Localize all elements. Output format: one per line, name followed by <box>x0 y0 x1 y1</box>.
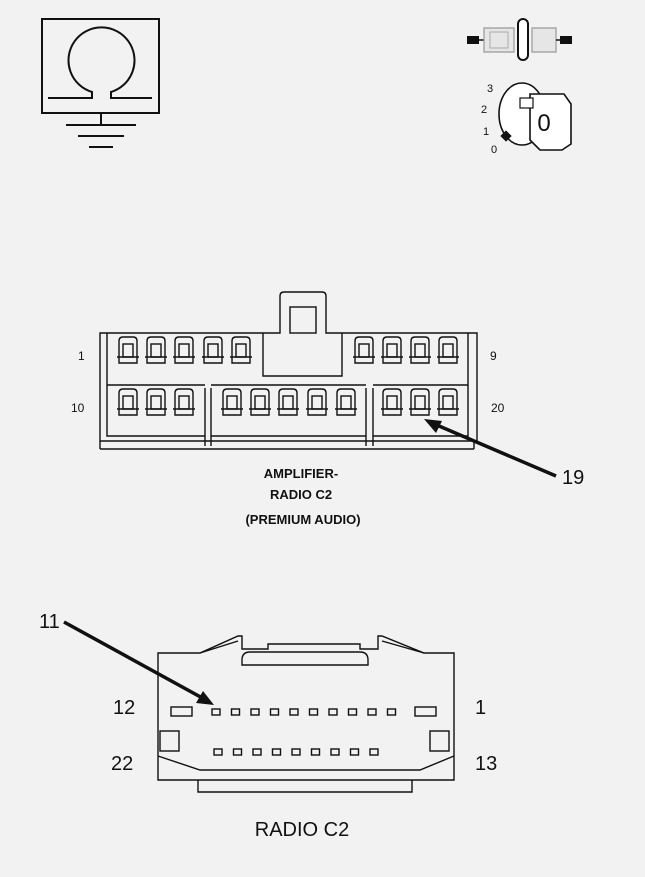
ignition-position-2: 2 <box>481 104 487 116</box>
amp-caption-line-3: (PREMIUM AUDIO) <box>245 512 360 527</box>
ignition-position-3: 3 <box>487 83 493 95</box>
amp-pin-label-10: 10 <box>71 401 85 415</box>
radio-pin-top-3 <box>250 708 260 716</box>
radio-pin-bottom-6 <box>310 748 321 756</box>
radio-pin-bottom-9 <box>369 748 379 756</box>
amp-cavity-3 <box>173 336 195 364</box>
radio-pin-label-12: 12 <box>113 697 135 719</box>
radio-pin-bottom-1 <box>213 748 223 756</box>
amplifier-connector: 1 9 10 20 19 AMPLIFIER- RADIO C2 (PREMIU… <box>71 291 584 527</box>
amp-cavity-18 <box>381 388 403 416</box>
radio-pin-bottom-3 <box>252 748 262 756</box>
amp-cavity-2 <box>145 336 167 364</box>
amp-cavity-4 <box>202 336 224 364</box>
radio-caption: RADIO C2 <box>255 819 349 841</box>
amp-cavity-16 <box>306 388 328 416</box>
amp-cavity-6 <box>353 336 375 364</box>
radio-pin-label-1: 1 <box>475 697 486 719</box>
callout-19-arrow <box>431 421 557 478</box>
amp-cavity-13 <box>221 388 243 416</box>
radio-pin-top-6 <box>308 708 319 716</box>
amp-pin-label-1: 1 <box>78 349 85 363</box>
radio-pin-top-5 <box>289 708 299 716</box>
amp-pin-label-9: 9 <box>490 349 497 363</box>
radio-pin-bottom-2 <box>232 748 243 756</box>
callout-19: 19 <box>562 467 584 489</box>
key-label: 0 <box>537 110 550 137</box>
callout-11: 11 <box>39 611 60 633</box>
omega-ground-icon <box>41 18 160 148</box>
amp-cavity-14 <box>249 388 271 416</box>
amp-caption-line-2: RADIO C2 <box>270 487 332 502</box>
amp-cavity-7 <box>381 336 403 364</box>
radio-pin-top-4 <box>269 708 280 716</box>
amp-cavity-8 <box>409 336 431 364</box>
radio-pin-top-7 <box>328 708 338 716</box>
amp-cavity-19 <box>409 388 431 416</box>
radio-pin-top-8 <box>347 708 358 716</box>
radio-pin-top-10 <box>386 708 397 716</box>
amp-cavity-9 <box>437 336 459 364</box>
inline-connector-icon <box>467 18 572 61</box>
callout-11-arrow <box>63 620 207 702</box>
radio-pin-bottom-5 <box>291 748 301 756</box>
radio-connector: 12 1 22 13 11 RADIO C2 <box>39 611 497 841</box>
ignition-position-0: 0 <box>491 144 497 156</box>
radio-pin-top-2 <box>230 708 241 716</box>
amp-cavity-17 <box>335 388 357 416</box>
amp-cavity-5 <box>230 336 252 364</box>
radio-pin-top-9 <box>367 708 377 716</box>
amp-cavity-12 <box>173 388 195 416</box>
amp-cavity-10 <box>117 388 139 416</box>
amp-cavity-15 <box>277 388 299 416</box>
amplifier-cavities <box>117 336 459 416</box>
radio-pin-label-22: 22 <box>111 753 133 775</box>
radio-pin-bottom-7 <box>330 748 340 756</box>
amp-cavity-20 <box>437 388 459 416</box>
radio-pin-label-13: 13 <box>475 753 497 775</box>
radio-pin-bottom-4 <box>271 748 282 756</box>
amp-caption-line-1: AMPLIFIER- <box>264 466 338 481</box>
amp-pin-label-20: 20 <box>491 401 505 415</box>
radio-pin-top-1 <box>211 708 221 716</box>
amp-cavity-11 <box>145 388 167 416</box>
ignition-key-icon: 3 2 1 0 0 <box>481 82 572 156</box>
amp-cavity-1 <box>117 336 139 364</box>
radio-pins <box>211 708 397 756</box>
radio-pin-bottom-8 <box>349 748 360 756</box>
ignition-position-1: 1 <box>483 126 489 138</box>
